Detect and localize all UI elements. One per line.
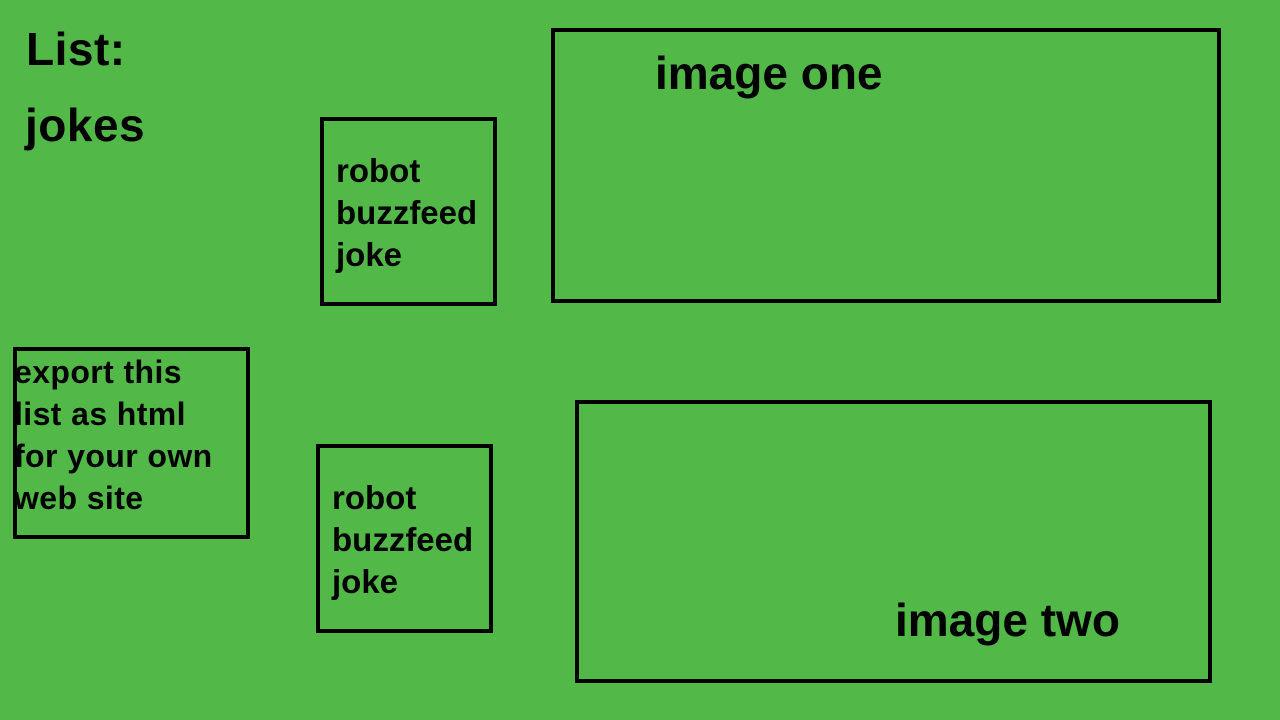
joke-card[interactable]: robot buzzfeed joke [320,117,497,306]
image-one-label: image one [655,47,883,99]
export-html-label: export this list as html for your own we… [14,354,213,516]
list-category-label: jokes [25,99,146,151]
image-two-placeholder: image two [575,400,1212,683]
list-title: List: [26,23,126,75]
image-two-label: image two [895,594,1120,646]
export-html-button[interactable]: export this list as html for your own we… [13,347,250,539]
joke-card[interactable]: robot buzzfeed joke [316,444,493,633]
joke-card-text: robot buzzfeed joke [332,479,474,600]
image-one-placeholder: image one [551,28,1221,303]
joke-card-text: robot buzzfeed joke [336,152,478,273]
